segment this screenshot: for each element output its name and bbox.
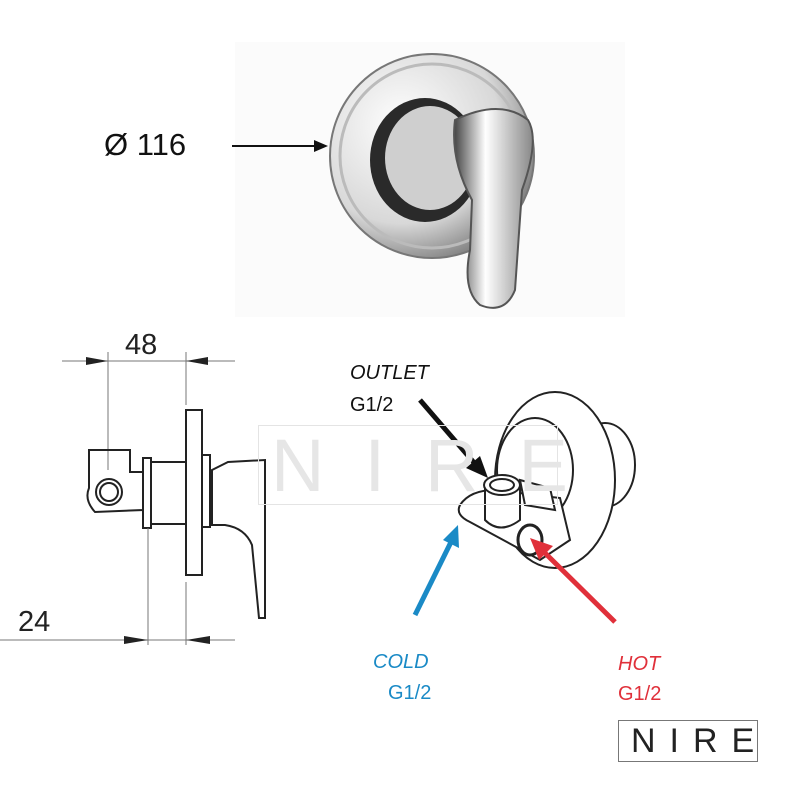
outlet-size: G1/2 (350, 394, 394, 416)
cold-label: COLD (373, 651, 429, 673)
hot-size: G1/2 (618, 683, 662, 705)
side-view-drawing (0, 352, 266, 645)
hot-label: HOT (618, 653, 661, 675)
cold-size: G1/2 (388, 682, 432, 704)
dimension-24: 24 (18, 606, 51, 638)
outlet-label: OUTLET (350, 362, 429, 384)
valve-body-drawing (457, 391, 636, 569)
outlet-arrow (418, 398, 488, 478)
diameter-label: Ø 116 (104, 127, 187, 162)
hot-arrow (530, 538, 617, 624)
mixer-photo (235, 42, 625, 317)
dimension-48: 48 (125, 329, 158, 361)
cold-arrow (412, 525, 459, 617)
brand-logo: NIRE (618, 720, 758, 762)
